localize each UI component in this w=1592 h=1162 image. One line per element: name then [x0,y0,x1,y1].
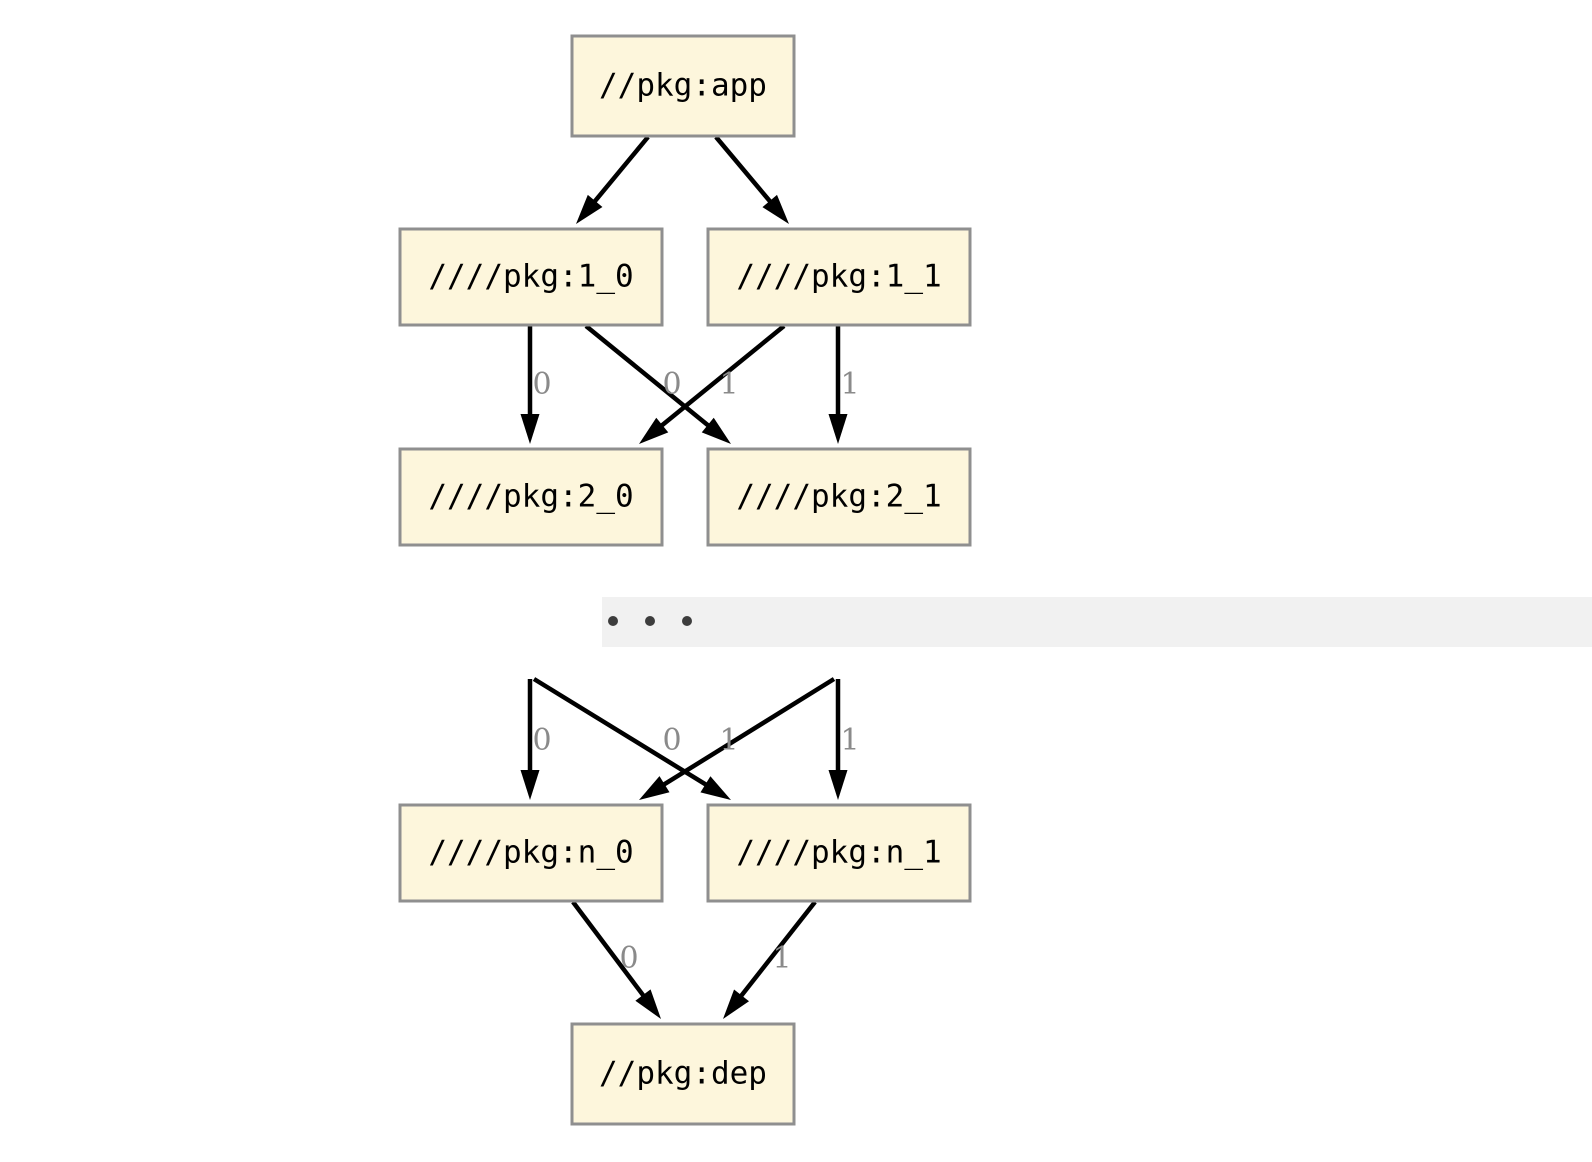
node-l2_0[interactable]: ////pkg:2_0 [398,447,664,547]
edge-line [571,900,649,1002]
edge-e-app-1_0 [576,135,650,224]
edge-e-x-n_0: 0 [520,679,552,800]
edge-line [589,135,650,207]
edge-arrowhead [639,776,670,800]
edge-label: 0 [532,367,551,402]
node-app[interactable]: //pkg:app [570,34,796,138]
node-label: //pkg:app [599,68,767,104]
node-l1_0[interactable]: ////pkg:1_0 [398,227,664,327]
node-label: ////pkg:2_1 [736,479,941,515]
ellipsis-band [602,597,1592,647]
edge-arrowhead [762,194,789,224]
edge-label: 1 [719,367,738,402]
edge-e-y-n_1: 1 [828,679,860,800]
edge-arrowhead [700,776,731,800]
edge-label: 1 [719,723,738,758]
node-label: ////pkg:2_0 [428,479,633,515]
ellipsis-dot-1 [645,616,655,626]
edge-e-y-n_0: 1 [639,677,836,800]
edge-layer: 0 0 1 1 0 0 1 1 0 1 [520,135,860,1019]
edge-arrowhead [520,414,540,444]
edge-arrowhead [828,414,848,444]
edge-e-n_0-dep: 0 [571,900,661,1019]
edge-arrowhead [639,417,669,444]
node-l1_1[interactable]: ////pkg:1_1 [706,227,972,327]
edge-line [656,324,786,431]
edge-arrowhead [576,194,603,224]
edge-arrowhead [828,770,848,800]
edge-e-1_0-2_0: 0 [520,326,552,444]
ellipsis-dot-2 [682,616,692,626]
node-label: ////pkg:1_0 [428,259,633,295]
edge-arrowhead [520,770,540,800]
node-label: ////pkg:n_1 [736,835,941,871]
edge-line [736,900,817,1002]
node-box[interactable] [706,447,972,547]
node-box[interactable] [570,1022,796,1126]
node-l2_1[interactable]: ////pkg:2_1 [706,447,972,547]
node-box[interactable] [398,227,664,327]
edge-label: 1 [840,723,859,758]
edge-arrowhead [701,417,731,444]
node-box[interactable] [398,447,664,547]
node-box[interactable] [398,803,664,903]
node-box[interactable] [570,34,796,138]
edge-label: 0 [662,367,681,402]
edge-line [714,135,776,208]
edge-line [584,324,714,431]
node-layer: //pkg:app ////pkg:1_0 ////pkg:1_1 ////pkg:2… [398,34,972,1126]
edge-line [532,677,712,790]
ellipsis-section [602,597,1592,647]
edge-label: 1 [772,941,791,976]
edge-e-1_1-2_0: 1 [639,324,786,444]
node-label: ////pkg:n_0 [428,835,633,871]
node-ln_1[interactable]: ////pkg:n_1 [706,803,972,903]
edge-line [658,677,836,790]
edge-e-x-n_1a: 0 [532,677,731,800]
edge-arrowhead [635,989,661,1019]
ellipsis-dot-0 [608,616,618,626]
edge-e-1_1-2_1: 1 [828,326,860,444]
edge-label: 0 [662,723,681,758]
edge-label: 0 [532,723,551,758]
node-box[interactable] [706,803,972,903]
node-ln_0[interactable]: ////pkg:n_0 [398,803,664,903]
edge-e-n_1-dep: 1 [723,900,817,1019]
edge-e-app-1_1 [714,135,789,224]
node-box[interactable] [706,227,972,327]
edge-label: 0 [619,941,638,976]
edge-arrowhead [723,989,750,1019]
node-dep[interactable]: //pkg:dep [570,1022,796,1126]
edge-label: 1 [840,367,859,402]
node-label: ////pkg:1_1 [736,259,941,295]
node-label: //pkg:dep [599,1056,767,1092]
edge-e-1_0-2_1: 0 [584,324,731,444]
